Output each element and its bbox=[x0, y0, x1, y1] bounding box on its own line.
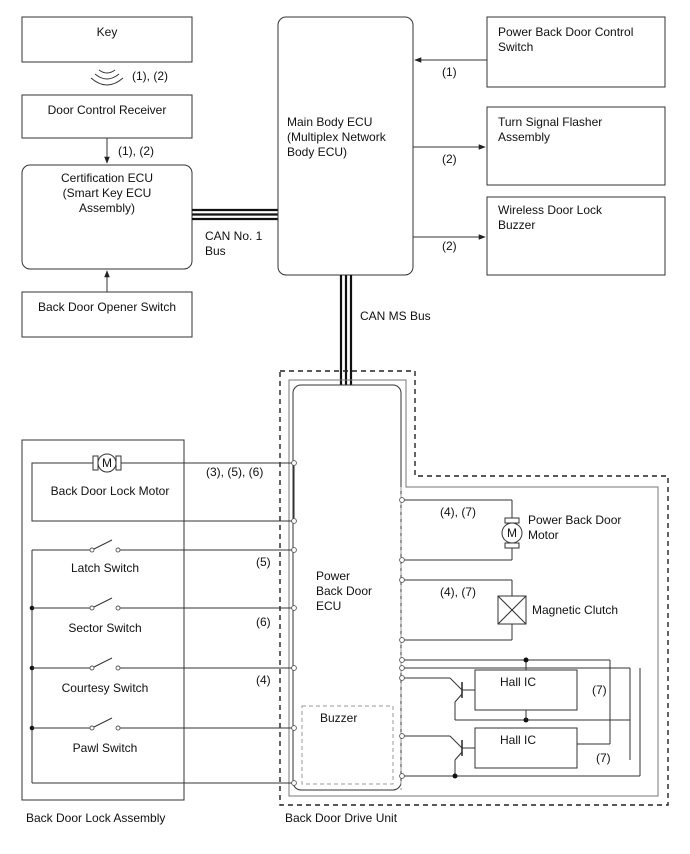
back-door-drive-unit-outline bbox=[279, 370, 669, 806]
hall-2-signal-label: (7) bbox=[596, 751, 611, 765]
can-ms-bus-label: CAN MS Bus bbox=[360, 309, 431, 323]
key-box bbox=[21, 16, 193, 63]
hall-ic-1-label: Hall IC bbox=[500, 675, 536, 689]
sector-switch-icon bbox=[29, 597, 294, 611]
back-door-lock-assembly-outline bbox=[21, 439, 185, 801]
magnetic-clutch-icon bbox=[497, 595, 527, 625]
back-door-opener-switch-box bbox=[21, 291, 193, 338]
radio-wave-icon bbox=[90, 69, 124, 86]
pbd-motor-label-1: Power Back Door bbox=[528, 513, 621, 527]
ecu-left-terminals bbox=[291, 460, 297, 786]
back-door-lock-motor-loop bbox=[31, 462, 295, 522]
pbd-ecu-label-1: Power bbox=[316, 569, 350, 583]
main-body-ecu-label-2: (Multiplex Network bbox=[287, 130, 387, 144]
certification-ecu-label-1: Certification ECU bbox=[61, 171, 153, 185]
latch-switch-icon bbox=[32, 539, 294, 553]
pbd-ecu-label-2: Back Door bbox=[316, 584, 372, 598]
svg-text:M: M bbox=[102, 456, 112, 470]
switch-signal-label: (1) bbox=[442, 65, 457, 79]
ecu-right-terminals bbox=[399, 497, 405, 779]
courtesy-signal-label: (4) bbox=[256, 673, 271, 687]
svg-text:M: M bbox=[507, 526, 517, 540]
sector-switch-label: Sector Switch bbox=[68, 621, 141, 635]
door-control-receiver-label: Door Control Receiver bbox=[48, 103, 167, 117]
back-door-lock-motor-label: Back Door Lock Motor bbox=[51, 484, 170, 498]
magnetic-clutch-label: Magnetic Clutch bbox=[532, 603, 618, 617]
latch-signal-label: (5) bbox=[256, 555, 271, 569]
turn-signal-flasher-label-2: Assembly bbox=[498, 130, 550, 144]
certification-ecu-box bbox=[21, 164, 193, 270]
pbd-control-switch-label-1: Power Back Door Control bbox=[498, 25, 633, 39]
can-no1-bus bbox=[192, 208, 278, 221]
courtesy-switch-label: Courtesy Switch bbox=[62, 681, 149, 695]
main-body-ecu-label-3: Body ECU) bbox=[287, 145, 347, 159]
pbd-motor-signal-label: (4), (7) bbox=[440, 505, 476, 519]
buzzer-signal-label: (2) bbox=[442, 239, 457, 253]
pbd-ecu-label-3: ECU bbox=[316, 599, 341, 613]
pbd-motor-label-2: Motor bbox=[528, 528, 559, 542]
courtesy-switch-icon bbox=[29, 657, 294, 671]
hall-ic-1-transistor-icon bbox=[402, 677, 630, 721]
certification-ecu-label-2: (Smart Key ECU bbox=[63, 186, 152, 200]
drive-unit-inner-outline bbox=[288, 379, 659, 797]
flasher-signal-label: (2) bbox=[442, 152, 457, 166]
main-body-ecu-label-1: Main Body ECU bbox=[287, 115, 372, 129]
hall-ic-2-transistor-icon bbox=[402, 735, 475, 776]
hall-1-signal-label: (7) bbox=[592, 683, 607, 697]
buzzer-box bbox=[301, 705, 394, 785]
receiver-signal-label: (1), (2) bbox=[118, 144, 154, 158]
clutch-signal-label: (4), (7) bbox=[440, 585, 476, 599]
can-no1-label-2: Bus bbox=[205, 244, 226, 258]
back-door-lock-assembly-label: Back Door Lock Assembly bbox=[26, 811, 165, 825]
buzzer-label: Buzzer bbox=[320, 711, 357, 725]
wireless-buzzer-label-2: Buzzer bbox=[498, 218, 535, 232]
lock-motor-signal-label: (3), (5), (6) bbox=[206, 465, 263, 479]
key-signal-label: (1), (2) bbox=[132, 69, 168, 83]
pawl-switch-icon bbox=[29, 717, 294, 731]
wireless-buzzer-label-1: Wireless Door Lock bbox=[498, 203, 603, 217]
certification-ecu-label-3: Assembly) bbox=[79, 201, 135, 215]
turn-signal-flasher-label-1: Turn Signal Flasher bbox=[498, 115, 602, 129]
sector-signal-label: (6) bbox=[256, 615, 271, 629]
pbd-control-switch-label-2: Switch bbox=[498, 40, 533, 54]
door-control-receiver-box bbox=[21, 94, 193, 139]
wireless-door-lock-buzzer-box bbox=[486, 196, 666, 276]
turn-signal-flasher-box bbox=[486, 106, 666, 186]
can-no1-label-1: CAN No. 1 bbox=[205, 229, 263, 243]
pbd-motor-icon: M bbox=[501, 517, 523, 549]
can-ms-bus bbox=[339, 275, 353, 385]
key-label: Key bbox=[97, 25, 118, 39]
latch-switch-label: Latch Switch bbox=[71, 561, 139, 575]
back-door-drive-unit-label: Back Door Drive Unit bbox=[285, 811, 398, 825]
pawl-switch-label: Pawl Switch bbox=[73, 741, 138, 755]
lock-motor-icon: M bbox=[83, 453, 131, 473]
power-back-door-control-switch-box bbox=[486, 16, 666, 88]
hall-ic-2-label: Hall IC bbox=[500, 733, 536, 747]
back-door-opener-switch-label: Back Door Opener Switch bbox=[38, 300, 176, 314]
